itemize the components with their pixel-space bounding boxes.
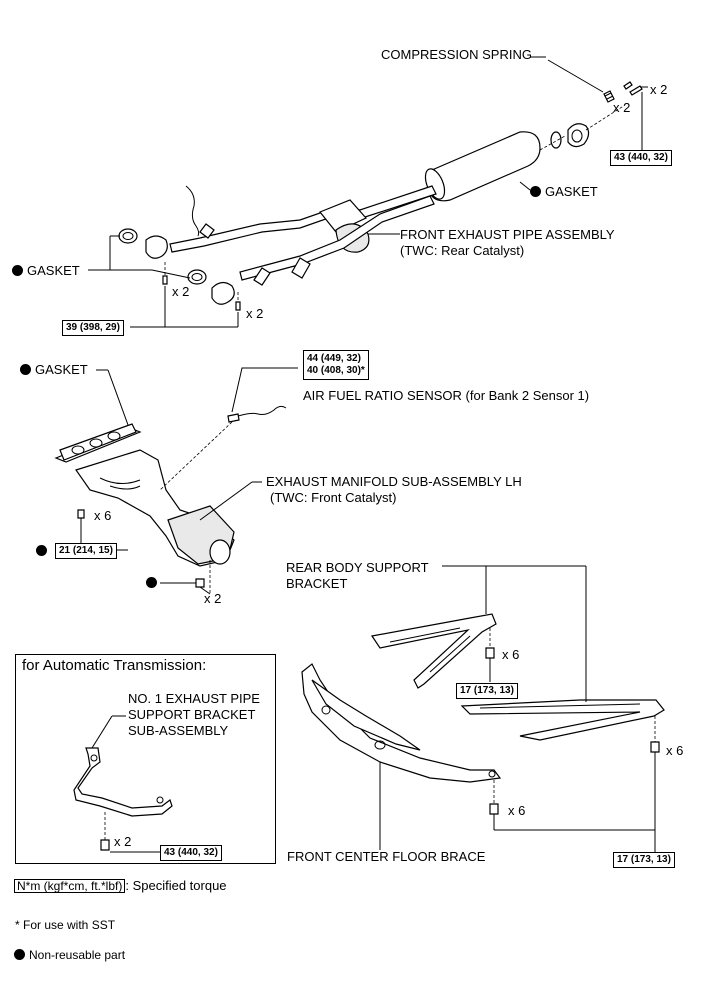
gasket-rear-label: GASKET xyxy=(530,184,598,199)
inset-bolt-qty: x 2 xyxy=(114,834,132,849)
torque-43-inset: 43 (440, 32) xyxy=(160,845,222,861)
no1-bracket-label-1: NO. 1 EXHAUST PIPE xyxy=(128,691,260,706)
torque-21: 21 (214, 15) xyxy=(55,543,117,559)
compression-spring-illustration xyxy=(530,56,615,103)
torque-unit-box: N*m (kgf*cm, ft.*lbf) xyxy=(14,879,126,893)
gasket-manifold-label: GASKET xyxy=(20,362,88,377)
front-exhaust-pipe-label-2: (TWC: Rear Catalyst) xyxy=(400,243,525,258)
manifold-gasket-illustration xyxy=(54,423,142,463)
tailpipe-flange-illustration xyxy=(539,104,626,151)
torque-44-40: 44 (449, 32) 40 (408, 30)* xyxy=(303,350,369,380)
torque-legend-text: : Specified torque xyxy=(125,878,227,893)
flange-bolts-illustration xyxy=(623,81,648,150)
non-reusable-marker-21 xyxy=(36,543,51,558)
front-flange-qty: x 2 xyxy=(172,284,190,299)
manifold-bottom-nut xyxy=(195,578,205,588)
bracket-bolt-1 xyxy=(485,647,495,659)
torque-legend: N*m (kgf*cm, ft.*lbf): Specified torque xyxy=(14,878,227,893)
non-reusable-icon xyxy=(146,577,157,588)
torque-17-brace: 17 (173, 13) xyxy=(613,852,675,868)
brace-bolt xyxy=(489,803,499,815)
rear-body-support-bracket-illustration xyxy=(370,613,665,741)
no1-exhaust-pipe-bracket-illustration xyxy=(73,715,173,817)
inset-bolt xyxy=(100,839,110,851)
no1-bracket-label-3: SUB-ASSEMBLY xyxy=(128,723,229,738)
manifold-bottom-qty: x 2 xyxy=(204,591,222,606)
automatic-transmission-inset xyxy=(15,654,276,864)
manifold-nut xyxy=(77,509,85,519)
air-fuel-sensor-illustration xyxy=(159,367,298,491)
torque-43-top: 43 (440, 32) xyxy=(610,150,672,166)
rear-body-support-label-1: REAR BODY SUPPORT xyxy=(286,560,429,575)
bracket-bolt-2-qty: x 6 xyxy=(666,743,684,758)
compression-spring-label: COMPRESSION SPRING xyxy=(381,47,532,62)
rear-flange-qty: x 2 xyxy=(246,306,264,321)
gasket-front-label: GASKET xyxy=(12,263,80,278)
brace-bolt-qty: x 6 xyxy=(508,803,526,818)
exhaust-manifold-label-1: EXHAUST MANIFOLD SUB-ASSEMBLY LH xyxy=(266,474,522,489)
front-center-floor-brace-label: FRONT CENTER FLOOR BRACE xyxy=(287,849,486,864)
flange-bolt-qty: x 2 xyxy=(650,82,668,97)
torque-44: 44 (449, 32) xyxy=(307,353,361,364)
exhaust-manifold-label-2: (TWC: Front Catalyst) xyxy=(270,490,397,505)
manifold-nut-qty: x 6 xyxy=(94,508,112,523)
non-reusable-icon xyxy=(14,949,25,960)
torque-39: 39 (398, 29) xyxy=(62,320,124,336)
non-reusable-marker-nut xyxy=(146,575,161,590)
non-reusable-icon xyxy=(20,364,31,375)
rear-body-support-label-2: BRACKET xyxy=(286,576,348,591)
torque-40: 40 (408, 30)* xyxy=(307,365,365,376)
front-exhaust-pipe-label-1: FRONT EXHAUST PIPE ASSEMBLY xyxy=(400,227,615,242)
non-reusable-icon xyxy=(530,186,541,197)
inset-title: for Automatic Transmission: xyxy=(22,657,207,674)
sst-note: * For use with SST xyxy=(15,918,116,932)
front-exhaust-pipe-illustration xyxy=(118,131,541,311)
non-reusable-legend: Non-reusable part xyxy=(14,948,125,963)
bracket-bolt-1-qty: x 6 xyxy=(502,647,520,662)
non-reusable-icon xyxy=(12,265,23,276)
bracket-bolt-2 xyxy=(650,741,660,753)
front-center-floor-brace-illustration xyxy=(301,663,502,783)
spring-qty: x 2 xyxy=(613,100,631,115)
no1-bracket-label-2: SUPPORT BRACKET xyxy=(128,707,256,722)
torque-17-bracket: 17 (173, 13) xyxy=(456,683,518,699)
exhaust-manifold-illustration xyxy=(75,449,235,567)
air-fuel-sensor-label: AIR FUEL RATIO SENSOR (for Bank 2 Sensor… xyxy=(303,388,590,403)
non-reusable-icon xyxy=(36,545,47,556)
